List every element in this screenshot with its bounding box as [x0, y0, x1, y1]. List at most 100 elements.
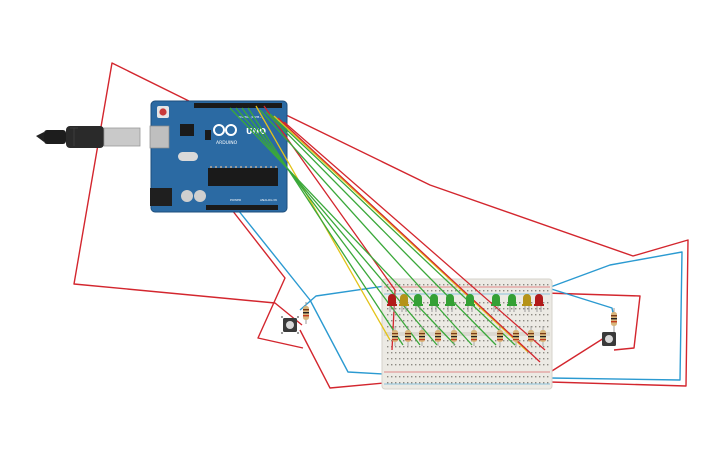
breadboard-hole[interactable]: [427, 284, 429, 286]
breadboard-hole[interactable]: [443, 290, 445, 292]
breadboard-hole[interactable]: [535, 290, 537, 292]
breadboard-hole[interactable]: [447, 284, 449, 286]
breadboard-hole[interactable]: [459, 352, 461, 354]
breadboard-hole[interactable]: [539, 382, 541, 384]
breadboard-hole[interactable]: [511, 364, 513, 366]
breadboard-hole[interactable]: [487, 352, 489, 354]
breadboard-hole[interactable]: [459, 326, 461, 328]
breadboard-hole[interactable]: [411, 364, 413, 366]
breadboard-hole[interactable]: [547, 364, 549, 366]
breadboard-hole[interactable]: [539, 358, 541, 360]
breadboard-hole[interactable]: [491, 352, 493, 354]
breadboard-hole[interactable]: [543, 346, 545, 348]
wire-blue-gnd[interactable]: [237, 209, 385, 375]
breadboard-hole[interactable]: [479, 364, 481, 366]
breadboard-hole[interactable]: [499, 358, 501, 360]
breadboard-hole[interactable]: [527, 314, 529, 316]
breadboard-hole[interactable]: [435, 326, 437, 328]
breadboard-hole[interactable]: [475, 290, 477, 292]
breadboard-hole[interactable]: [543, 290, 545, 292]
breadboard-hole[interactable]: [511, 346, 513, 348]
breadboard-hole[interactable]: [435, 314, 437, 316]
breadboard-hole[interactable]: [519, 320, 521, 322]
breadboard-hole[interactable]: [427, 364, 429, 366]
breadboard-hole[interactable]: [535, 346, 537, 348]
resistor-icon[interactable]: [419, 326, 425, 346]
breadboard-hole[interactable]: [419, 314, 421, 316]
breadboard-hole[interactable]: [531, 382, 533, 384]
breadboard-hole[interactable]: [455, 308, 457, 310]
breadboard-hole[interactable]: [443, 320, 445, 322]
breadboard-hole[interactable]: [459, 320, 461, 322]
breadboard-hole[interactable]: [427, 320, 429, 322]
breadboard-hole[interactable]: [455, 302, 457, 304]
breadboard-hole[interactable]: [503, 326, 505, 328]
led-icon[interactable]: [387, 294, 397, 312]
breadboard-hole[interactable]: [471, 364, 473, 366]
breadboard-hole[interactable]: [503, 376, 505, 378]
breadboard-hole[interactable]: [487, 364, 489, 366]
breadboard-hole[interactable]: [415, 284, 417, 286]
breadboard-hole[interactable]: [535, 382, 537, 384]
breadboard-hole[interactable]: [467, 290, 469, 292]
breadboard-hole[interactable]: [451, 326, 453, 328]
breadboard-hole[interactable]: [447, 314, 449, 316]
breadboard-hole[interactable]: [511, 326, 513, 328]
breadboard-hole[interactable]: [519, 308, 521, 310]
breadboard-hole[interactable]: [507, 364, 509, 366]
breadboard-hole[interactable]: [459, 314, 461, 316]
breadboard-hole[interactable]: [503, 302, 505, 304]
breadboard-hole[interactable]: [523, 314, 525, 316]
breadboard-hole[interactable]: [479, 340, 481, 342]
breadboard-hole[interactable]: [479, 382, 481, 384]
breadboard-hole[interactable]: [387, 376, 389, 378]
breadboard-hole[interactable]: [447, 376, 449, 378]
breadboard-hole[interactable]: [451, 364, 453, 366]
breadboard-hole[interactable]: [539, 308, 541, 310]
wire-red-signal-2[interactable]: [277, 117, 541, 363]
breadboard-hole[interactable]: [511, 284, 513, 286]
breadboard-hole[interactable]: [471, 314, 473, 316]
breadboard-hole[interactable]: [503, 340, 505, 342]
breadboard-hole[interactable]: [443, 284, 445, 286]
breadboard-hole[interactable]: [411, 340, 413, 342]
breadboard-hole[interactable]: [395, 326, 397, 328]
breadboard-hole[interactable]: [511, 314, 513, 316]
breadboard-hole[interactable]: [451, 382, 453, 384]
breadboard-hole[interactable]: [407, 308, 409, 310]
breadboard-hole[interactable]: [443, 346, 445, 348]
breadboard-hole[interactable]: [495, 352, 497, 354]
breadboard-hole[interactable]: [399, 320, 401, 322]
breadboard-hole[interactable]: [483, 346, 485, 348]
breadboard-hole[interactable]: [499, 314, 501, 316]
breadboard-hole[interactable]: [531, 290, 533, 292]
breadboard-hole[interactable]: [411, 346, 413, 348]
breadboard-hole[interactable]: [439, 346, 441, 348]
breadboard-hole[interactable]: [515, 382, 517, 384]
breadboard-hole[interactable]: [435, 376, 437, 378]
breadboard-hole[interactable]: [491, 346, 493, 348]
breadboard-hole[interactable]: [539, 340, 541, 342]
reset-button-icon[interactable]: [157, 106, 169, 118]
breadboard-hole[interactable]: [415, 346, 417, 348]
breadboard-hole[interactable]: [419, 284, 421, 286]
breadboard-hole[interactable]: [451, 346, 453, 348]
breadboard-hole[interactable]: [483, 340, 485, 342]
breadboard-hole[interactable]: [455, 314, 457, 316]
breadboard-hole[interactable]: [391, 320, 393, 322]
breadboard-hole[interactable]: [439, 352, 441, 354]
breadboard-hole[interactable]: [455, 382, 457, 384]
breadboard-hole[interactable]: [475, 364, 477, 366]
breadboard-hole[interactable]: [543, 314, 545, 316]
breadboard-hole[interactable]: [463, 340, 465, 342]
breadboard-hole[interactable]: [527, 376, 529, 378]
wire-green-signal-4[interactable]: [229, 107, 456, 346]
breadboard-hole[interactable]: [523, 326, 525, 328]
breadboard-hole[interactable]: [403, 346, 405, 348]
breadboard-hole[interactable]: [455, 320, 457, 322]
breadboard-hole[interactable]: [499, 376, 501, 378]
breadboard-hole[interactable]: [431, 358, 433, 360]
breadboard-hole[interactable]: [387, 364, 389, 366]
breadboard-hole[interactable]: [443, 314, 445, 316]
breadboard-hole[interactable]: [419, 358, 421, 360]
